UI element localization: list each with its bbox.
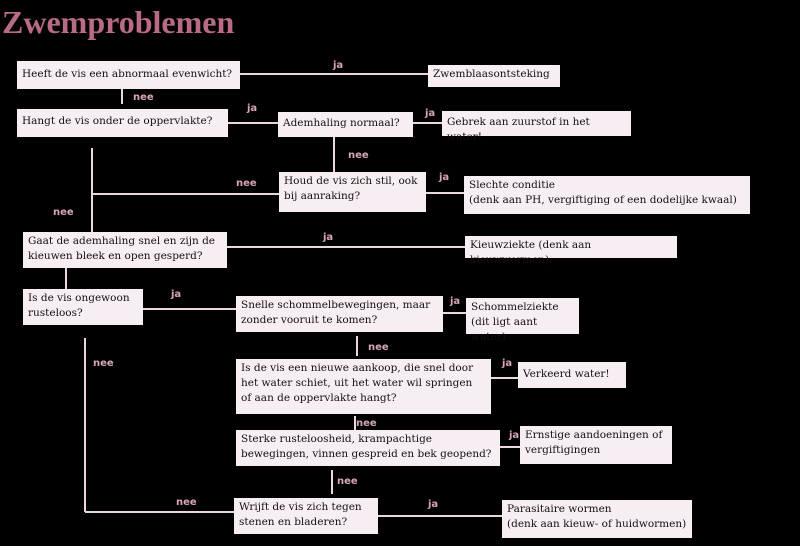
result-serious-conditions: Ernstige aandoeningen of vergiftigingen — [520, 426, 672, 464]
label-no: nee — [53, 207, 74, 218]
label-no: nee — [93, 358, 114, 369]
result-gill-disease: Kieuwziekte (denk aan kieuwwormen) — [465, 236, 677, 266]
result-oxygen-shortage: Gebrek aan zuurstof in het water! — [442, 111, 631, 143]
label-yes: ja — [247, 103, 258, 114]
label-no: nee — [337, 476, 358, 487]
label-no: nee — [176, 497, 197, 508]
label-yes: ja — [450, 296, 461, 307]
result-parasitic-worms: Parasitaire wormen (denk aan kieuw- of h… — [502, 500, 692, 538]
label-yes: ja — [502, 358, 513, 369]
question-fish-still: Houd de vis zich stil, ook bij aanraking… — [279, 172, 426, 212]
label-yes: ja — [439, 172, 450, 183]
result-wrong-water: Verkeerd water! — [518, 362, 626, 388]
question-fast-breathing: Gaat de ademhaling snel en zijn de kieuw… — [23, 232, 227, 268]
label-no: nee — [356, 418, 377, 429]
question-restless: Is de vis ongewoon rusteloos? — [23, 289, 143, 325]
question-hangs-surface: Hangt de vis onder de oppervlakte? — [17, 109, 228, 137]
label-no: nee — [133, 92, 154, 103]
question-severe-restlessness: Sterke rusteloosheid, krampachtige beweg… — [236, 430, 500, 466]
page-title: Zwemproblemen — [2, 4, 235, 40]
label-yes: ja — [428, 499, 439, 510]
question-new-purchase: Is de vis een nieuwe aankoop, die snel d… — [236, 359, 491, 414]
label-no: nee — [368, 342, 389, 353]
label-yes: ja — [425, 108, 436, 119]
question-rocking-movements: Snelle schommelbewegingen, maar zonder v… — [236, 296, 443, 332]
label-yes: ja — [323, 232, 334, 243]
label-no: nee — [236, 178, 257, 189]
result-poor-condition: Slechte conditie (denk aan PH, vergiftig… — [464, 176, 750, 214]
label-yes: ja — [171, 289, 182, 300]
label-yes: ja — [333, 60, 344, 71]
label-no: nee — [348, 150, 369, 161]
question-breathing-normal: Ademhaling normaal? — [278, 112, 413, 137]
result-swim-bladder: Zwemblaasontsteking — [428, 65, 560, 87]
label-yes: ja — [509, 430, 520, 441]
question-abnormal-balance: Heeft de vis een abnormaal evenwicht? — [17, 61, 240, 89]
result-rocking-disease: Schommelziekte (dit ligt aant water) — [466, 298, 579, 343]
question-rubs-stones: Wrijft de vis zich tegen stenen en blade… — [234, 498, 378, 534]
